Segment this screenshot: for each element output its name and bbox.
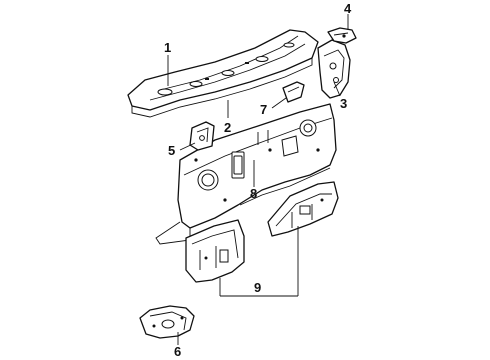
callout-labels: 1 2 3 4 5 6 7 8 9	[164, 1, 352, 359]
callout-8: 8	[250, 186, 257, 201]
callout-4: 4	[344, 1, 352, 16]
callout-2: 2	[224, 120, 231, 135]
lower-mount	[139, 305, 195, 339]
dash-panel	[155, 103, 337, 245]
callout-1: 1	[164, 40, 171, 55]
callout-7: 7	[260, 102, 267, 117]
callout-6: 6	[174, 344, 181, 359]
side-bracket	[317, 39, 351, 99]
lower-left-brace	[185, 219, 245, 283]
lower-right-brace	[267, 181, 339, 237]
callout-5: 5	[168, 143, 175, 158]
callout-3: 3	[340, 96, 347, 111]
callout-9: 9	[254, 280, 261, 295]
leader-lines	[167, 14, 349, 345]
left-bracket	[189, 121, 215, 151]
small-pad	[282, 81, 305, 103]
top-bracket	[327, 27, 357, 44]
cowl-panel	[127, 29, 319, 118]
